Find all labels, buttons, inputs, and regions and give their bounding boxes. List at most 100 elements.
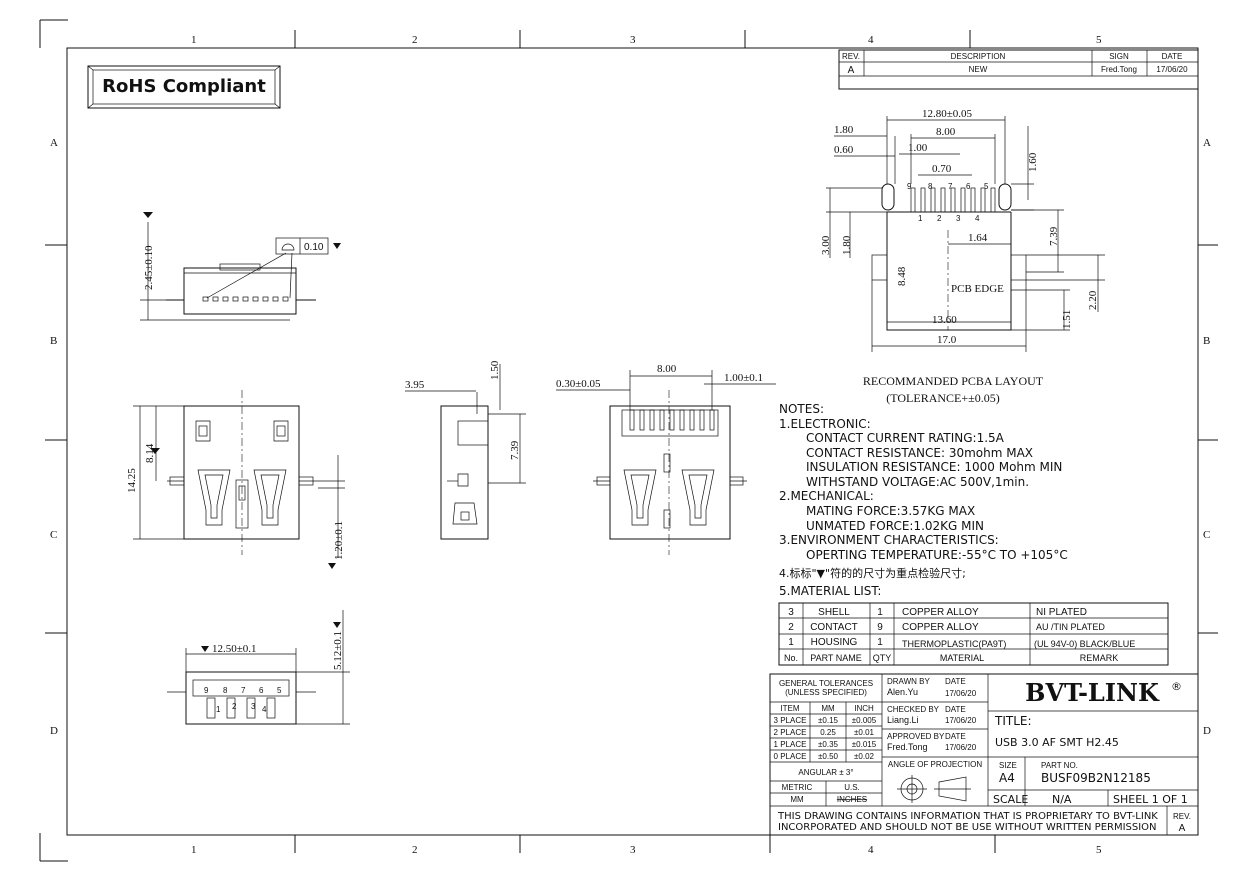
tb-drawn-by: DRAWN BY: [887, 677, 930, 686]
pcb-pin-1: 1: [918, 214, 923, 223]
pcb-pin-9: 9: [907, 182, 912, 191]
notes-e3: INSULATION RESISTANCE: 1000 Mohm MIN: [806, 460, 1062, 474]
sign-head: SIGN: [1109, 52, 1129, 61]
col-label-4: 4: [868, 34, 874, 46]
dim-bottom-height: 5.12±0.1: [332, 631, 344, 670]
mat-head-material: MATERIAL: [940, 653, 984, 663]
notes-electronic: 1.ELECTRONIC:: [779, 417, 871, 431]
rev-head: REV.: [842, 52, 860, 61]
notes-title: NOTES:: [779, 402, 824, 416]
dim-bottom-width: 12.50±0.1: [212, 643, 257, 655]
tb-drawn-date-label: DATE: [945, 677, 966, 686]
dim-pcb-300: 3.00: [820, 235, 832, 255]
row-label-b-r: B: [1203, 335, 1210, 347]
pcb-caption-2: (TOLERANCE+±0.05): [886, 391, 999, 405]
bottom-pin-2: 2: [232, 702, 237, 711]
bottom-pin-1: 1: [216, 705, 221, 714]
side-view: 3.95 1.50 7.39: [405, 360, 526, 540]
pcb-pin-3: 3: [956, 214, 961, 223]
bottom-pin-3: 3: [251, 702, 256, 711]
front-view: 14.25 8.14 1.20±0.1: [126, 390, 345, 569]
tb-tol-r3-inch: ±0.015: [852, 740, 877, 749]
mat-r3-material: THERMOPLASTIC(PA9T): [902, 639, 1006, 649]
zone-ticks: [45, 30, 1218, 853]
bottom-pin-8: 8: [223, 686, 228, 695]
dim-pcb-100: 1.00: [908, 142, 928, 154]
tb-tol-mm: MM: [821, 704, 835, 713]
zone-labels: 1 2 3 4 5 1 2 3 4 5 A B C D A B C D: [50, 34, 1211, 856]
dim-rear-pin: 0.30±0.05: [556, 378, 601, 390]
dim-front-upper: 8.14: [144, 443, 156, 463]
desc-head: DESCRIPTION: [951, 52, 1006, 61]
row-label-a-r: A: [1203, 137, 1211, 149]
tb-tol-r2-mm: 0.25: [820, 728, 836, 737]
tb-projection: ANGLE OF PROJECTION: [888, 760, 982, 769]
dim-pcb-060: 0.60: [834, 144, 854, 156]
dim-pcb-151: 1.51: [1061, 310, 1073, 329]
revision-table: REV. DESCRIPTION SIGN DATE A NEW Fred.To…: [838, 49, 1199, 90]
notes-env1: OPERTING TEMPERATURE:-55°C TO +105°C: [806, 548, 1068, 562]
dim-side-c: 7.39: [509, 440, 521, 460]
rev-value: A: [848, 65, 855, 76]
title-block: GENERAL TOLERANCES (UNLESS SPECIFIED) IT…: [769, 673, 1199, 836]
tb-angular: ANGULAR ± 3°: [798, 768, 853, 777]
notes-e2: CONTACT RESISTANCE: 30mohm MAX: [806, 446, 1033, 460]
tb-scale-label: SCALE: [993, 793, 1028, 806]
col-label-2b: 2: [412, 844, 418, 856]
mat-r1-material: COPPER ALLOY: [902, 607, 979, 618]
notes-4: 4.标标"▼"符的的尺寸为重点检验尺寸;: [779, 566, 966, 580]
tb-reg-mark: ®: [1171, 680, 1182, 693]
dim-pcb-180: 1.80: [834, 124, 854, 136]
dim-side-a: 3.95: [405, 379, 425, 391]
dim-pcb-180b: 1.80: [841, 235, 853, 255]
tb-inches: INCHES: [837, 795, 867, 804]
rear-view: 8.00 0.30±0.05 1.00±0.1: [556, 363, 776, 555]
drawing-border: [66, 47, 1199, 836]
tb-tol-r1-item: 3 PLACE: [774, 716, 807, 725]
mat-r2-part: CONTACT: [810, 622, 858, 633]
tb-tol-r2-inch: ±0.01: [854, 728, 875, 737]
row-label-b: B: [50, 335, 57, 347]
tb-title-value: USB 3.0 AF SMT H2.45: [995, 736, 1119, 749]
dim-pcb-160: 1.60: [1027, 152, 1039, 172]
tb-checked-name: Liang.Li: [887, 715, 919, 725]
mat-head-remark: REMARK: [1080, 653, 1119, 663]
col-label-2: 2: [412, 34, 418, 46]
mat-r1-qty: 1: [877, 607, 883, 618]
mat-r3-no: 1: [788, 637, 794, 648]
tb-approved-date: 17/06/20: [945, 743, 977, 752]
tb-mm: MM: [790, 795, 804, 804]
tb-size-label: SIZE: [999, 761, 1017, 770]
tb-us: U.S.: [844, 783, 860, 792]
tb-size-value: A4: [999, 771, 1015, 785]
tb-tol-item: ITEM: [780, 704, 799, 713]
dim-front-lower: 1.20±0.1: [333, 521, 345, 560]
dim-pcb-800: 8.00: [936, 126, 956, 138]
pcb-caption-1: RECOMMANDED PCBA LAYOUT: [863, 374, 1044, 388]
bottom-pin-7: 7: [241, 686, 246, 695]
bottom-view: 9 8 7 6 5 1 2 3 4 12.50±0.1 5.12±0.1: [167, 610, 350, 725]
sign-value: Fred.Tong: [1101, 65, 1137, 74]
dim-pcb-739: 7.39: [1048, 226, 1060, 246]
bottom-pin-4: 4: [262, 705, 267, 714]
rohs-label: RoHS Compliant: [102, 76, 266, 97]
col-label-5b: 5: [1096, 844, 1102, 856]
flatness-value: 0.10: [304, 242, 324, 253]
tb-tol-r4-item: 0 PLACE: [774, 752, 807, 761]
tb-rev-label: REV.: [1173, 812, 1191, 821]
row-label-c: C: [50, 529, 57, 541]
mat-head-part: PART NAME: [810, 653, 862, 663]
dim-pcb-848: 8.48: [896, 266, 908, 286]
row-label-a: A: [50, 137, 58, 149]
pcb-pin-6: 6: [966, 182, 971, 191]
side-profile-view: 2.45±0.10 0.10: [140, 212, 341, 321]
mat-r1-remark: NI PLATED: [1036, 607, 1087, 618]
notes-environment: 3.ENVIRONMENT CHARACTERISTICS:: [779, 533, 999, 547]
mat-head-no: No.: [784, 653, 798, 663]
pcb-pin-4: 4: [975, 214, 980, 223]
col-label-4b: 4: [868, 844, 874, 856]
col-label-3b: 3: [630, 844, 636, 856]
notes-m2: UNMATED FORCE:1.02KG MIN: [806, 519, 984, 533]
tb-approved-name: Fred.Tong: [887, 742, 928, 752]
bottom-pin-9: 9: [204, 686, 209, 695]
